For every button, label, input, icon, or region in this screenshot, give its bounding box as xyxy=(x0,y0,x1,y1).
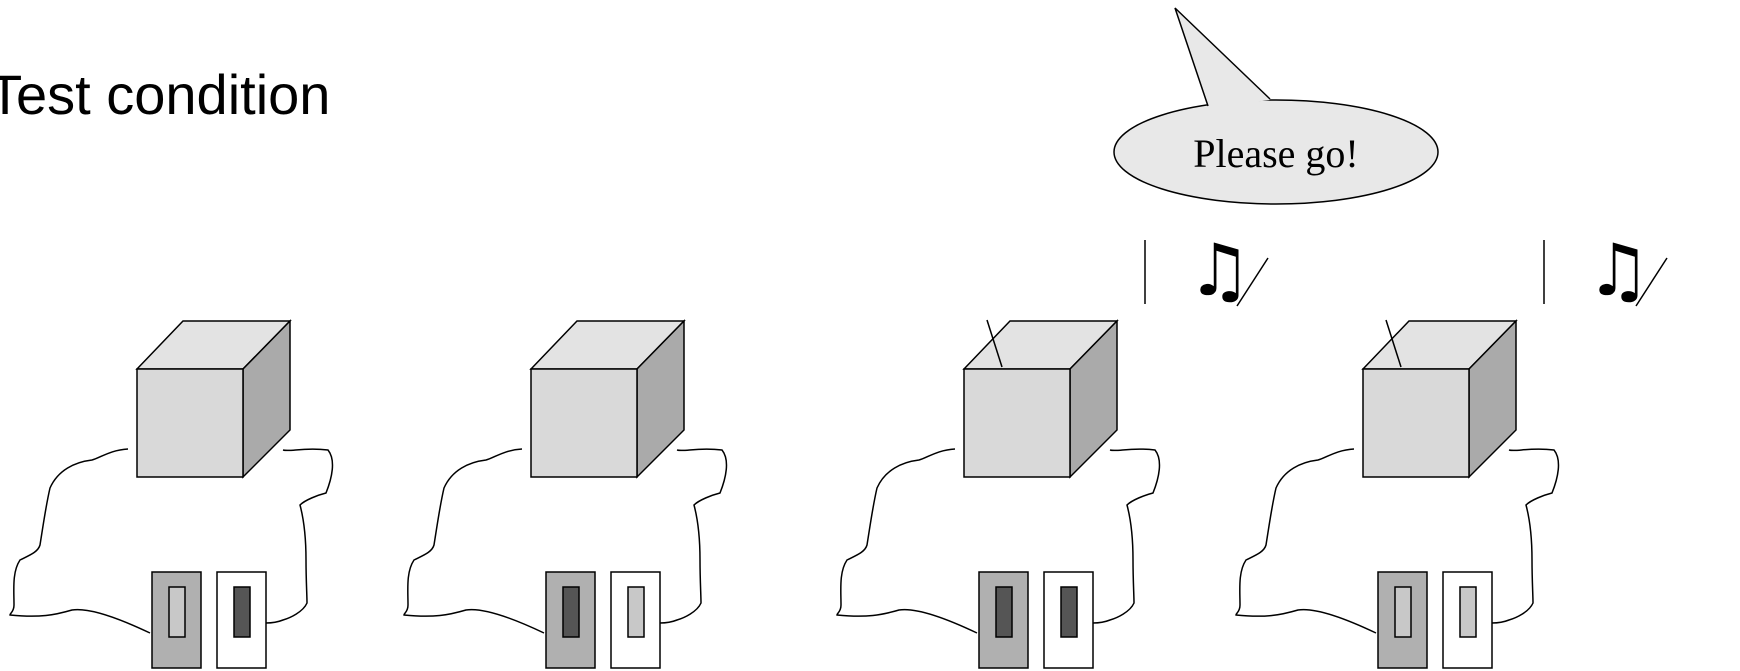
page-title: Test condition xyxy=(0,63,331,126)
sound-line-left xyxy=(1385,319,1402,368)
speech-bubble-body xyxy=(1113,99,1439,205)
led-right xyxy=(1459,586,1477,638)
led-left xyxy=(1394,586,1412,638)
cable-path xyxy=(403,448,728,634)
cube-front-face xyxy=(136,368,244,478)
led-right xyxy=(627,586,645,638)
cable-path xyxy=(1235,448,1560,634)
speech-bubble-tail xyxy=(1174,7,1271,107)
cable-path xyxy=(9,448,334,634)
sound-line-right xyxy=(1236,257,1269,307)
device-4: ♫ xyxy=(1235,228,1668,669)
speech-bubble-text: Please go! xyxy=(1193,131,1359,176)
cube-front-face xyxy=(1362,368,1470,478)
cube-front-face xyxy=(963,368,1071,478)
music-note-icon: ♫ xyxy=(1586,228,1651,312)
led-left xyxy=(995,586,1013,638)
led-left xyxy=(562,586,580,638)
sound-line-right xyxy=(1635,257,1668,307)
cube-front-face xyxy=(530,368,638,478)
device-3: ♫ xyxy=(836,228,1269,669)
speech-bubble-tail-fill xyxy=(1175,8,1270,108)
cable-path xyxy=(836,448,1161,634)
music-note-icon: ♫ xyxy=(1187,228,1252,312)
led-right xyxy=(233,586,251,638)
device-2 xyxy=(403,319,728,669)
led-left xyxy=(168,586,186,638)
sound-line-left xyxy=(986,319,1003,368)
device-1 xyxy=(9,319,334,669)
led-right xyxy=(1060,586,1078,638)
speech-bubble: Please go! xyxy=(1113,7,1439,205)
